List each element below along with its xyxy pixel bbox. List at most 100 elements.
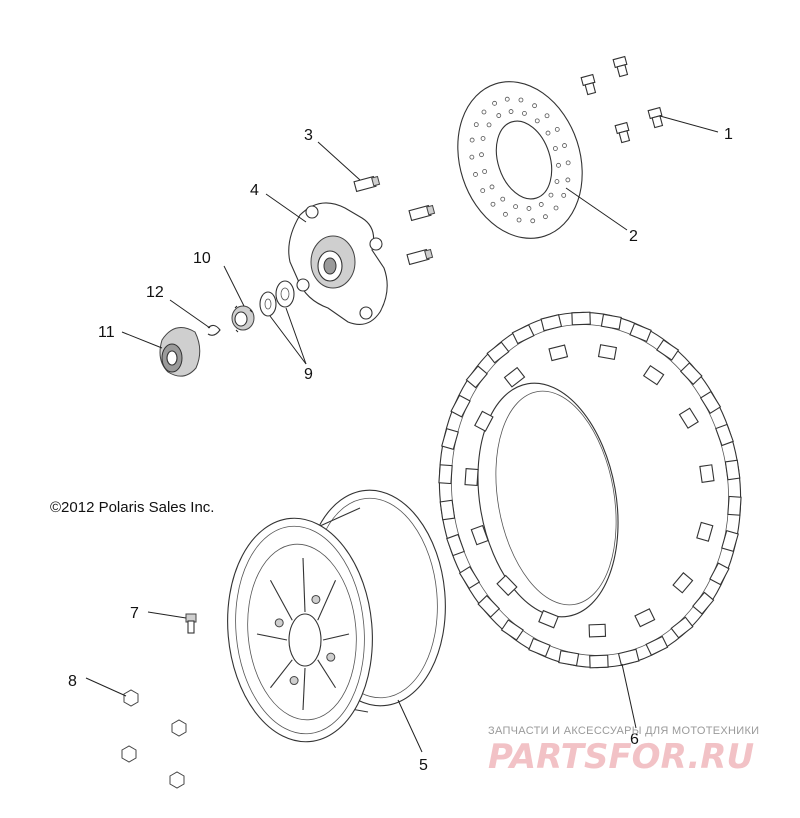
wheel-studs-drawing — [353, 175, 436, 266]
brake-disc-holes — [469, 96, 571, 224]
tread-block — [439, 499, 456, 521]
brake-disc-hole — [554, 127, 560, 132]
tread-block — [724, 459, 741, 481]
brake-disc-hole — [526, 206, 532, 211]
lug-nuts-drawing — [121, 689, 187, 789]
brake-disc-hole — [503, 211, 508, 217]
brake-disc-hole — [516, 217, 522, 223]
tread-block — [642, 364, 665, 386]
callout-8: 8 — [68, 673, 77, 690]
brake-disc-hole — [479, 152, 484, 158]
rim-spoke — [317, 659, 336, 689]
rim-lug-hole — [274, 618, 284, 628]
castle-nut-drawing — [231, 305, 255, 333]
rim-spoke — [269, 579, 293, 621]
brake-disc-hole — [481, 109, 487, 115]
rim-spoke — [317, 580, 337, 621]
hub-cap-drawing — [159, 327, 201, 377]
tread-block — [672, 572, 694, 594]
tread-block — [458, 566, 481, 590]
brake-disc-hole — [473, 122, 479, 128]
brake-disc-hole — [469, 137, 475, 143]
brake-disc-hole — [553, 205, 559, 211]
brake-disc-hole — [565, 177, 571, 183]
tread-block — [600, 313, 622, 330]
callout-4: 4 — [250, 182, 259, 199]
brake-disc-hole — [513, 204, 518, 210]
rim-spokes — [256, 557, 350, 711]
brake-disc-hole — [534, 118, 540, 124]
brake-disc-hole — [522, 110, 527, 116]
brake-disc-hole — [538, 202, 544, 207]
brake-disc-hole — [480, 136, 486, 141]
tread-block — [503, 366, 526, 388]
brake-disc-hole — [545, 130, 551, 136]
brake-disc-hole — [508, 109, 514, 114]
brake-disc-drawing — [457, 81, 583, 239]
tread-block — [511, 324, 535, 345]
tread-block — [538, 609, 559, 629]
tread-block — [645, 635, 669, 656]
tread-block — [589, 654, 609, 669]
tread-block — [715, 423, 734, 447]
wheel-hub-drawing — [288, 202, 388, 325]
tread-block — [441, 428, 459, 451]
callout-1: 1 — [724, 126, 733, 143]
brake-disc-hole — [562, 143, 567, 148]
cotter-pin-drawing — [207, 324, 221, 336]
rim-spoke — [302, 557, 306, 613]
callout-11: 12 — [146, 284, 164, 301]
tread-block — [597, 344, 618, 361]
brake-disc-hole — [561, 192, 567, 198]
brake-disc-hole — [532, 103, 537, 109]
tread-block — [696, 521, 714, 542]
callout-2: 2 — [629, 228, 638, 245]
tread-block — [477, 594, 501, 618]
copyright-notice: ©2012 Polaris Sales Inc. — [50, 499, 214, 516]
brake-disc-hole — [530, 218, 536, 224]
brake-disc-hole — [490, 201, 496, 207]
brake-disc-hole — [543, 214, 548, 220]
valve-stem-drawing — [185, 613, 197, 634]
leader-lines — [85, 115, 719, 753]
tread-block — [721, 529, 739, 552]
brake-disc-hole — [486, 122, 492, 128]
brake-disc-hole — [565, 160, 571, 166]
tread-block — [634, 608, 656, 628]
rim-spoke — [256, 633, 288, 641]
tread-block — [699, 390, 722, 414]
tread-block — [548, 344, 569, 362]
brake-disc-hole — [544, 113, 550, 119]
tire-drawing — [438, 311, 742, 669]
tread-block — [474, 410, 494, 432]
tread-block — [678, 407, 699, 429]
tread-block — [540, 314, 563, 332]
tread-block — [486, 341, 510, 364]
brake-disc-hole — [518, 97, 524, 103]
tread-block — [528, 637, 551, 658]
callout-5: 5 — [419, 757, 428, 774]
tread-block — [656, 339, 680, 361]
brake-disc-hole — [469, 154, 475, 160]
tread-block — [588, 623, 607, 638]
tread-block — [692, 591, 715, 615]
watermark-tagline: ЗАПЧАСТИ И АКСЕССУАРЫ ДЛЯ МОТОТЕХНИКИ — [488, 725, 759, 737]
disc-bolts-drawing — [580, 55, 664, 144]
rim-spoke — [270, 659, 293, 689]
brake-disc-hole — [554, 179, 560, 184]
tread-block — [500, 619, 524, 641]
callout-9: 9 — [304, 366, 313, 383]
tread-block — [438, 464, 453, 485]
tread-block — [446, 533, 465, 557]
brake-disc-hole — [496, 113, 502, 118]
brake-disc-hole — [492, 100, 497, 106]
callout-3: 3 — [304, 127, 313, 144]
tread-block — [629, 322, 652, 343]
brake-disc-hole — [473, 172, 478, 177]
tread-block — [617, 648, 640, 666]
tread-block — [679, 362, 703, 386]
watermark-logo: PARTSFOR.RU — [488, 737, 754, 777]
tread-block — [709, 562, 730, 586]
tread-block — [465, 365, 488, 389]
